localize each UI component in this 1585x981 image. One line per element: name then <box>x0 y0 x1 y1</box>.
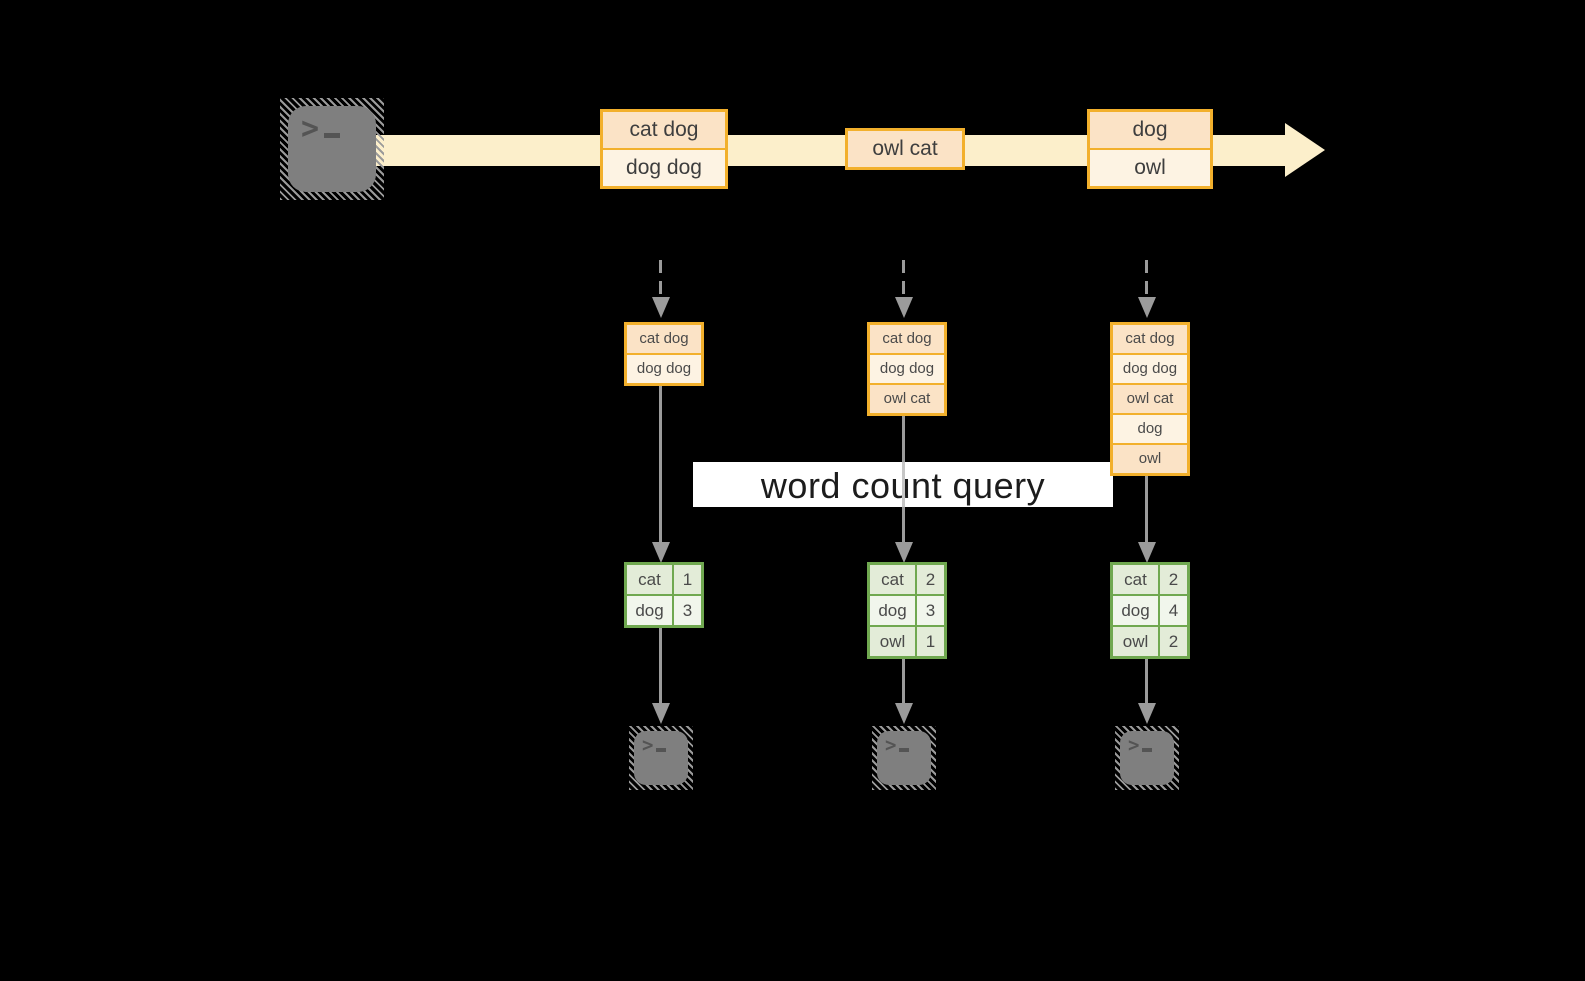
buffer-row: cat dog <box>870 325 944 353</box>
count-row: cat 2 <box>1113 565 1187 594</box>
arrow-line-through-label <box>902 462 905 507</box>
record-line: dog <box>1090 112 1210 148</box>
prompt-icon: > <box>885 733 910 757</box>
buffer-stack-2: cat dog dog dog owl cat <box>867 322 947 416</box>
arrowhead-down-icon <box>895 703 913 724</box>
dashed-arrow-line <box>1145 260 1148 296</box>
count-row: dog 3 <box>627 596 701 625</box>
buffer-row: cat dog <box>1113 325 1187 353</box>
buffer-stack-3: cat dog dog dog owl cat dog owl <box>1110 322 1190 476</box>
stream-arrowhead-icon <box>1285 123 1325 177</box>
buffer-row: owl cat <box>1113 383 1187 413</box>
prompt-icon: > <box>1128 733 1153 757</box>
sink-terminal-icon-3: > <box>1115 726 1179 790</box>
count-cell: 4 <box>1160 596 1187 625</box>
arrowhead-down-icon <box>1138 542 1156 563</box>
buffer-row: cat dog <box>627 325 701 353</box>
sink-terminal-icon-2: > <box>872 726 936 790</box>
arrow-line <box>659 628 662 704</box>
chevron-right-icon: > <box>885 733 897 757</box>
count-cell: 3 <box>674 596 701 625</box>
word-cell: cat <box>1113 565 1158 594</box>
arrow-line <box>659 386 662 544</box>
underscore-cursor-icon <box>656 748 667 752</box>
arrowhead-down-icon <box>652 542 670 563</box>
arrowhead-down-icon <box>1138 297 1156 318</box>
buffer-row: dog dog <box>627 353 701 383</box>
arrow-line <box>1145 476 1148 544</box>
arrowhead-down-icon <box>1138 703 1156 724</box>
count-cell: 3 <box>917 596 944 625</box>
prompt-icon: > <box>301 110 341 147</box>
stream-record-2: owl cat <box>845 128 965 170</box>
count-row: dog 3 <box>870 596 944 625</box>
count-row: cat 2 <box>870 565 944 594</box>
count-cell: 2 <box>917 565 944 594</box>
word-cell: cat <box>627 565 672 594</box>
count-cell: 2 <box>1160 627 1187 656</box>
underscore-cursor-icon <box>1142 748 1153 752</box>
word-cell: owl <box>870 627 915 656</box>
count-row: dog 4 <box>1113 596 1187 625</box>
buffer-row: dog dog <box>870 353 944 383</box>
arrow-line <box>1145 659 1148 704</box>
count-row: owl 1 <box>870 627 944 656</box>
count-cell: 2 <box>1160 565 1187 594</box>
count-row: cat 1 <box>627 565 701 594</box>
chevron-right-icon: > <box>1128 733 1140 757</box>
dashed-arrow-line <box>902 260 905 296</box>
count-row: owl 2 <box>1113 627 1187 656</box>
sink-terminal-icon-1: > <box>629 726 693 790</box>
stream-record-1: cat dog dog dog <box>600 109 728 189</box>
count-cell: 1 <box>674 565 701 594</box>
count-table-2: cat 2 dog 3 owl 1 <box>867 562 947 659</box>
count-table-3: cat 2 dog 4 owl 2 <box>1110 562 1190 659</box>
arrowhead-down-icon <box>652 703 670 724</box>
arrow-line <box>902 659 905 704</box>
dashed-arrow-line <box>659 260 662 296</box>
record-line: owl cat <box>848 131 962 167</box>
stream-record-3: dog owl <box>1087 109 1213 189</box>
terminal-screen: > <box>877 731 931 785</box>
terminal-screen: > <box>634 731 688 785</box>
word-cell: dog <box>1113 596 1158 625</box>
buffer-row: dog <box>1113 413 1187 443</box>
terminal-screen: > <box>1120 731 1174 785</box>
word-cell: dog <box>870 596 915 625</box>
arrowhead-down-icon <box>652 297 670 318</box>
chevron-right-icon: > <box>301 110 320 147</box>
buffer-row: dog dog <box>1113 353 1187 383</box>
record-line: owl <box>1090 148 1210 186</box>
word-cell: owl <box>1113 627 1158 656</box>
arrowhead-down-icon <box>895 542 913 563</box>
buffer-row: owl <box>1113 443 1187 473</box>
chevron-right-icon: > <box>642 733 654 757</box>
source-terminal-icon: > <box>280 98 384 200</box>
arrowhead-down-icon <box>895 297 913 318</box>
buffer-row: owl cat <box>870 383 944 413</box>
record-line: dog dog <box>603 148 725 186</box>
prompt-icon: > <box>642 733 667 757</box>
count-cell: 1 <box>917 627 944 656</box>
count-table-1: cat 1 dog 3 <box>624 562 704 628</box>
word-cell: cat <box>870 565 915 594</box>
underscore-cursor-icon <box>324 133 341 138</box>
word-cell: dog <box>627 596 672 625</box>
buffer-stack-1: cat dog dog dog <box>624 322 704 386</box>
terminal-screen: > <box>288 106 376 192</box>
underscore-cursor-icon <box>899 748 910 752</box>
record-line: cat dog <box>603 112 725 148</box>
